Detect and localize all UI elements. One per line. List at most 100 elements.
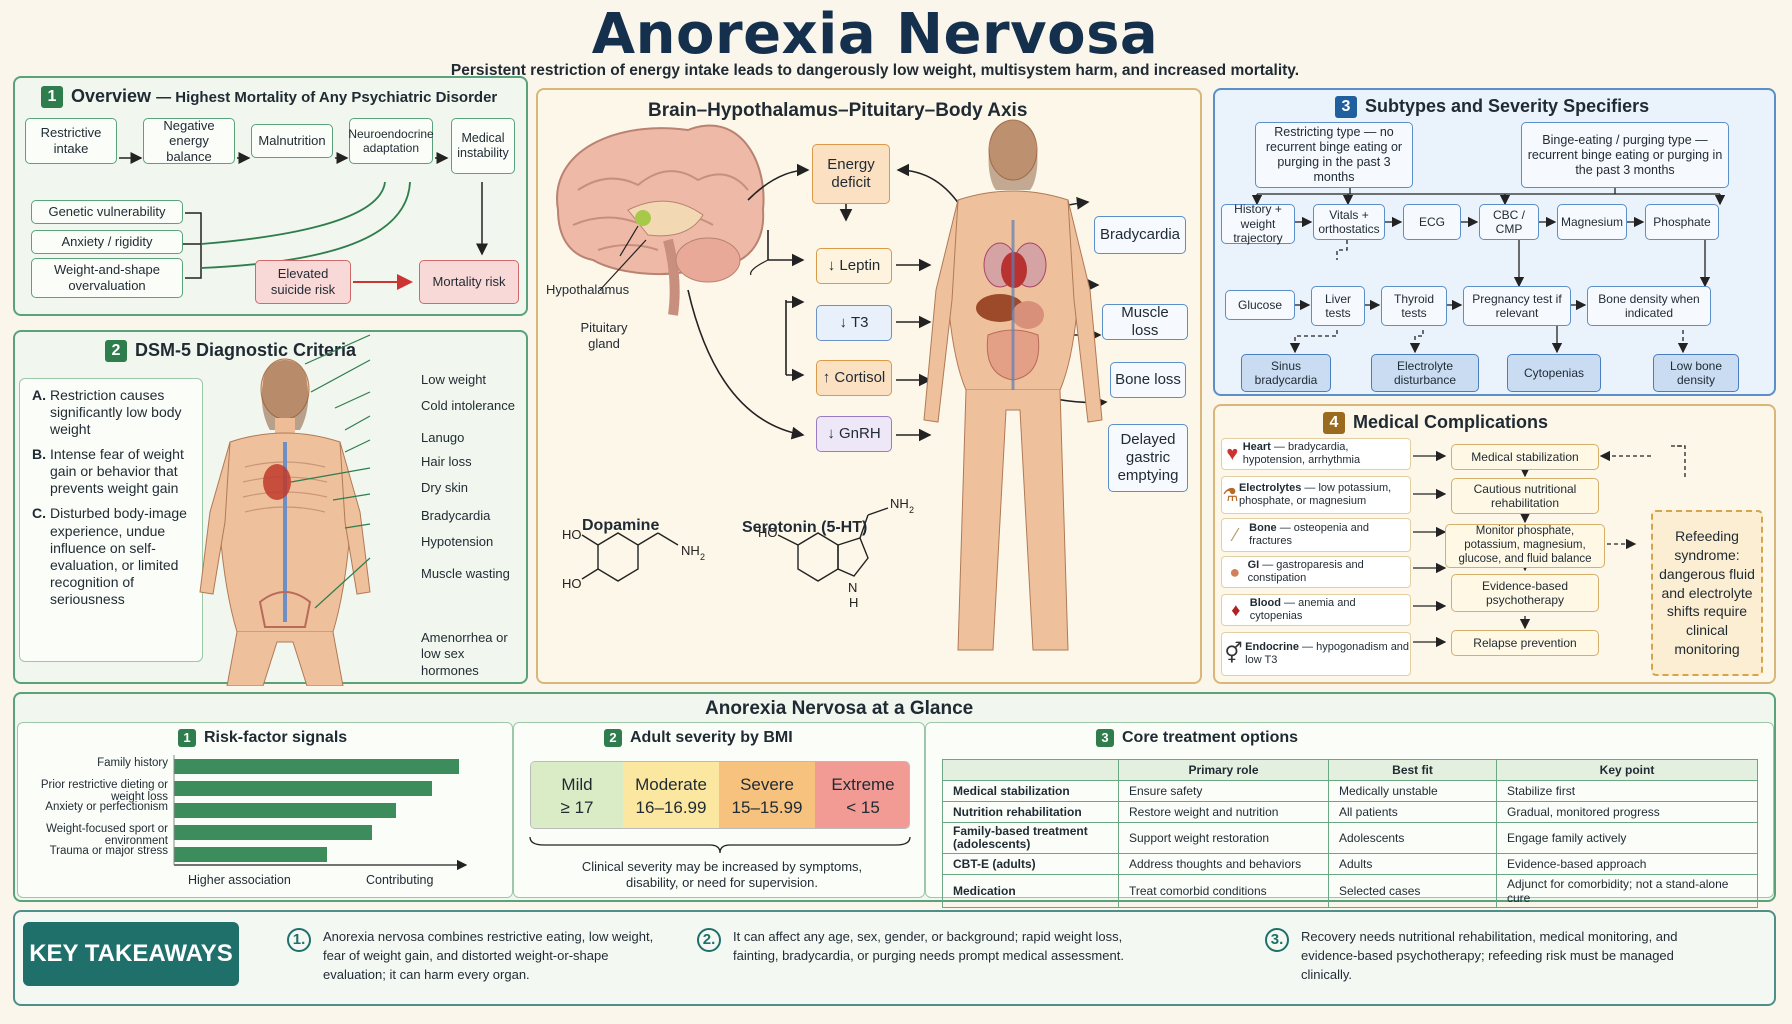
complication-blood: ♦Blood — anemia and cytopenias bbox=[1221, 594, 1411, 626]
takeaways-panel: KEY TAKEAWAYS 1. Anorexia nervosa combin… bbox=[13, 910, 1776, 1006]
sign-dry-skin: Dry skin bbox=[421, 480, 468, 495]
sign-low-weight: Low weight bbox=[421, 372, 487, 387]
takeaway-3: Recovery needs nutritional rehabilitatio… bbox=[1301, 929, 1678, 982]
page-subtitle: Persistent restriction of energy intake … bbox=[450, 62, 1300, 79]
risk-label: Weight-focused sport or environment bbox=[46, 823, 168, 848]
criteria-box: A.Restriction causes significantly low b… bbox=[19, 378, 203, 662]
effect-bone-loss: Bone loss bbox=[1110, 362, 1186, 398]
sign-hypotension: Hypotension bbox=[421, 534, 494, 549]
step-relapse: Relapse prevention bbox=[1451, 630, 1599, 656]
assess-thyroid: Thyroid tests bbox=[1381, 286, 1447, 326]
svg-text:H: H bbox=[849, 595, 858, 610]
gender-icon: ⚥ bbox=[1224, 642, 1243, 665]
complication-endocrine: ⚥Endocrine — hypogonadism and low T3 bbox=[1221, 632, 1411, 676]
stomach-icon: ● bbox=[1229, 561, 1241, 582]
pituitary-label: Pituitary gland bbox=[580, 320, 628, 352]
risk-x-left: Higher association bbox=[188, 873, 291, 887]
criterion-b: B.Intense fear of weight gain or behavio… bbox=[32, 446, 184, 497]
hormone-cortisol: ↑ Cortisol bbox=[816, 360, 892, 396]
finding-electrolyte: Electrolyte disturbance bbox=[1371, 354, 1479, 392]
risk-bar bbox=[174, 825, 372, 840]
effect-gastric: Delayed gastric emptying bbox=[1108, 424, 1188, 492]
svg-text:HO: HO bbox=[562, 527, 582, 542]
blood-drop-icon: ♦ bbox=[1231, 599, 1241, 620]
bmi-note: Clinical severity may be increased by sy… bbox=[581, 859, 863, 891]
assess-pregnancy: Pregnancy test if relevant bbox=[1463, 286, 1571, 326]
assess-vitals: Vitals + orthostatics bbox=[1313, 204, 1385, 240]
takeaways-label: KEY TAKEAWAYS bbox=[23, 922, 239, 986]
factor-overvaluation: Weight-and-shape overvaluation bbox=[31, 258, 183, 298]
risk-label: Trauma or major stress bbox=[49, 845, 168, 857]
risk-label: Family history bbox=[97, 757, 168, 769]
risk-bar bbox=[174, 803, 396, 818]
chain-negative-energy: Negative energy balance bbox=[143, 118, 235, 164]
mortality-risk-box: Mortality risk bbox=[419, 260, 519, 304]
chain-medical-instability: Medical instability bbox=[451, 118, 515, 174]
complication-electrolytes: ⚗Electrolytes — low potassium, phosphate… bbox=[1221, 476, 1411, 514]
binge-purging-type-box: Binge-eating / purging type — recurrent … bbox=[1521, 122, 1729, 188]
risk-label: Anxiety or perfectionism bbox=[45, 801, 168, 813]
step-nutritional-rehab: Cautious nutritional rehabilitation bbox=[1451, 478, 1599, 514]
sign-cold-intolerance: Cold intolerance bbox=[421, 398, 515, 413]
assess-phosphate: Phosphate bbox=[1645, 204, 1719, 240]
suicide-risk-box: Elevated suicide risk bbox=[255, 260, 351, 304]
effect-bradycardia: Bradycardia bbox=[1094, 216, 1186, 254]
risk-bar bbox=[174, 759, 459, 774]
bmi-mild: Mild≥ 17 bbox=[531, 762, 623, 828]
dopamine-label: Dopamine bbox=[582, 517, 660, 534]
complication-heart: ♥Heart — bradycardia, hypotension, arrhy… bbox=[1221, 438, 1411, 470]
hormone-leptin: ↓ Leptin bbox=[816, 248, 892, 284]
svg-text:NH: NH bbox=[681, 543, 700, 558]
sign-bradycardia: Bradycardia bbox=[421, 508, 491, 523]
risk-x-right: Contributing bbox=[366, 873, 434, 887]
sign-amenorrhea: Amenorrhea or low sex hormones bbox=[421, 630, 508, 678]
table-row: Family-based treatment (adolescents)Supp… bbox=[942, 821, 1758, 855]
hormone-gnrh: ↓ GnRH bbox=[816, 416, 892, 452]
risk-label: Prior restrictive dieting or weight loss bbox=[40, 779, 168, 804]
heart-icon: ♥ bbox=[1226, 442, 1239, 465]
assess-cbc: CBC / CMP bbox=[1479, 204, 1539, 240]
bone-icon: ⁄ bbox=[1234, 524, 1238, 545]
refeeding-syndrome-box: Refeeding syndrome: dangerous fluid and … bbox=[1651, 510, 1763, 676]
svg-text:2: 2 bbox=[909, 505, 914, 515]
svg-text:HO: HO bbox=[562, 576, 582, 591]
page-title: Anorexia Nervosa bbox=[591, 2, 1159, 67]
sign-lanugo: Lanugo bbox=[421, 430, 465, 445]
flask-icon: ⚗ bbox=[1222, 484, 1239, 505]
serotonin-label: Serotonin (5-HT) bbox=[742, 519, 868, 536]
restricting-type-box: Restricting type — no recurrent binge ea… bbox=[1255, 122, 1413, 188]
step-monitor: Monitor phosphate, potassium, magnesium,… bbox=[1445, 524, 1605, 568]
finding-sinus-bradycardia: Sinus bradycardia bbox=[1241, 354, 1331, 392]
risk-bar bbox=[174, 781, 432, 796]
risk-bar bbox=[174, 847, 327, 862]
takeaway-number-1: 1. bbox=[287, 928, 311, 952]
energy-deficit-box: Energy deficit bbox=[812, 144, 890, 204]
glance-title: Anorexia Nervosa at a Glance bbox=[705, 698, 974, 719]
svg-text:N: N bbox=[848, 580, 857, 595]
factor-genetic: Genetic vulnerability bbox=[31, 200, 183, 224]
hormone-t3: ↓ T3 bbox=[816, 305, 892, 341]
complication-gi: ●GI — gastroparesis and constipation bbox=[1221, 556, 1411, 588]
chain-restrictive-intake: Restrictive intake bbox=[25, 118, 117, 164]
criterion-c: C.Disturbed body-image experience, undue… bbox=[32, 505, 187, 607]
assess-ecg: ECG bbox=[1403, 204, 1461, 240]
finding-low-bone-density: Low bone density bbox=[1653, 354, 1739, 392]
step-psychotherapy: Evidence-based psychotherapy bbox=[1451, 574, 1599, 612]
axis-title: Brain–Hypothalamus–Pituitary–Body Axis bbox=[648, 100, 1028, 121]
